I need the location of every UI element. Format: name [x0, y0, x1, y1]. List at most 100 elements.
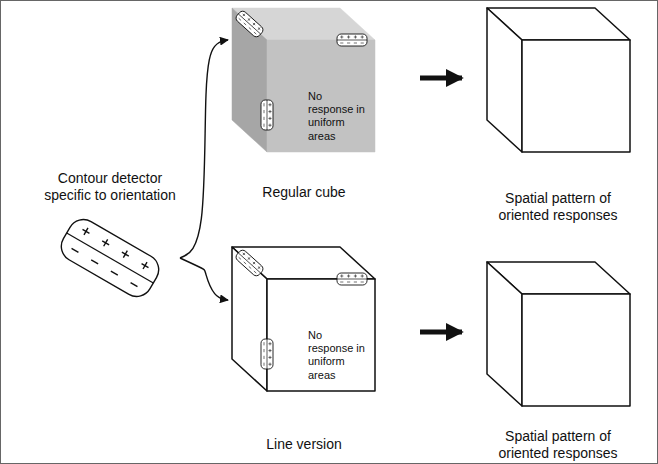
cube-caption: Regular cube [228, 184, 380, 201]
regular-cube: No response in uniform areasRegular cube [228, 4, 380, 214]
minus-sign [340, 282, 343, 283]
minus-sign [239, 18, 241, 20]
plus-sign [354, 274, 357, 277]
minus-sign [111, 271, 118, 275]
cube-front-face [522, 294, 630, 406]
minus-sign [361, 282, 364, 283]
plus-sign [140, 260, 151, 271]
detector-midline [267, 100, 268, 130]
minus-sign [254, 271, 256, 273]
minus-sign [264, 342, 265, 345]
minus-sign [264, 124, 265, 127]
plus-sign [347, 35, 350, 38]
detector-body [234, 10, 264, 39]
plus-sign [340, 274, 343, 277]
minus-sign [244, 23, 246, 25]
text-holder: No response in uniform areas [308, 90, 368, 143]
plus-sign [347, 274, 350, 277]
plus-sign [268, 356, 271, 359]
plus-sign [268, 124, 271, 127]
minus-sign [249, 27, 251, 29]
plus-sign [361, 35, 364, 38]
minus-sign [254, 32, 256, 34]
contour-detector [56, 214, 165, 302]
plus-sign [268, 117, 271, 120]
minus-sign [340, 43, 343, 44]
plus-sign [242, 252, 247, 257]
plus-sign [257, 26, 262, 31]
cube-caption: Line version [228, 436, 380, 453]
plus-sign [252, 22, 257, 27]
minus-sign [264, 117, 265, 120]
detector-body [261, 339, 273, 369]
text-holder: No response in uniform areas [308, 329, 368, 382]
cube-side-face [232, 8, 267, 152]
minus-sign [72, 248, 79, 252]
cube-front-face [267, 279, 375, 391]
contour-detector [234, 10, 264, 39]
minus-sign [264, 363, 265, 366]
detector-midline [238, 253, 260, 273]
minus-sign [264, 103, 265, 106]
detector-body [261, 100, 273, 130]
contour-detector [234, 249, 264, 278]
minus-sign [239, 257, 241, 259]
curved-arrow [180, 258, 228, 300]
minus-sign [354, 282, 357, 283]
plus-sign [354, 35, 357, 38]
text-holder: Regular cube [228, 184, 380, 201]
cube-front-face [267, 40, 375, 152]
cube-side-face [487, 8, 522, 152]
curved-arrow [180, 40, 228, 258]
contour-detector [261, 100, 273, 130]
detector-label: Contour detector specific to orientation [40, 170, 180, 204]
cube-side-face [232, 247, 267, 391]
minus-sign [249, 266, 251, 268]
plus-sign [268, 363, 271, 366]
minus-sign [131, 283, 138, 287]
minus-sign [361, 43, 364, 44]
minus-sign [264, 356, 265, 359]
plus-sign [268, 342, 271, 345]
detector-midline [267, 339, 268, 369]
face-note: No response in uniform areas [308, 329, 368, 382]
plus-sign [268, 110, 271, 113]
pattern-caption: Spatial pattern of oriented responses [483, 190, 633, 224]
plus-sign [100, 237, 111, 248]
contour-detector [337, 273, 367, 285]
detector-midline [337, 279, 367, 280]
detector-body [234, 249, 264, 278]
plus-sign [268, 103, 271, 106]
response-pattern: Spatial pattern of oriented responses [483, 4, 633, 232]
line-cube: No response in uniform areasLine version [228, 243, 380, 458]
plus-sign [252, 261, 257, 266]
plus-sign [268, 349, 271, 352]
plus-sign [247, 256, 252, 261]
plus-sign [257, 265, 262, 270]
face-note: No response in uniform areas [308, 90, 368, 143]
minus-sign [244, 262, 246, 264]
detector-group: Contour detector specific to orientation [40, 170, 180, 310]
plus-sign [361, 274, 364, 277]
detector-midline [238, 14, 260, 34]
text-holder: Spatial pattern of oriented responses [483, 190, 633, 224]
text-holder: Line version [228, 436, 380, 453]
block-arrow [420, 330, 462, 335]
minus-sign [347, 282, 350, 283]
detector-midline [337, 40, 367, 41]
detector-body [337, 273, 367, 285]
plus-sign [120, 249, 131, 260]
minus-sign [354, 43, 357, 44]
cube-front-face [522, 40, 630, 152]
text-holder: Contour detector specific to orientation [40, 170, 180, 204]
cube-side-face [487, 262, 522, 406]
detector-body [56, 214, 165, 302]
minus-sign [264, 110, 265, 113]
minus-sign [264, 349, 265, 352]
text-holder: Spatial pattern of oriented responses [483, 428, 633, 462]
plus-sign [247, 17, 252, 22]
block-arrow [420, 76, 462, 81]
minus-sign [91, 260, 98, 264]
